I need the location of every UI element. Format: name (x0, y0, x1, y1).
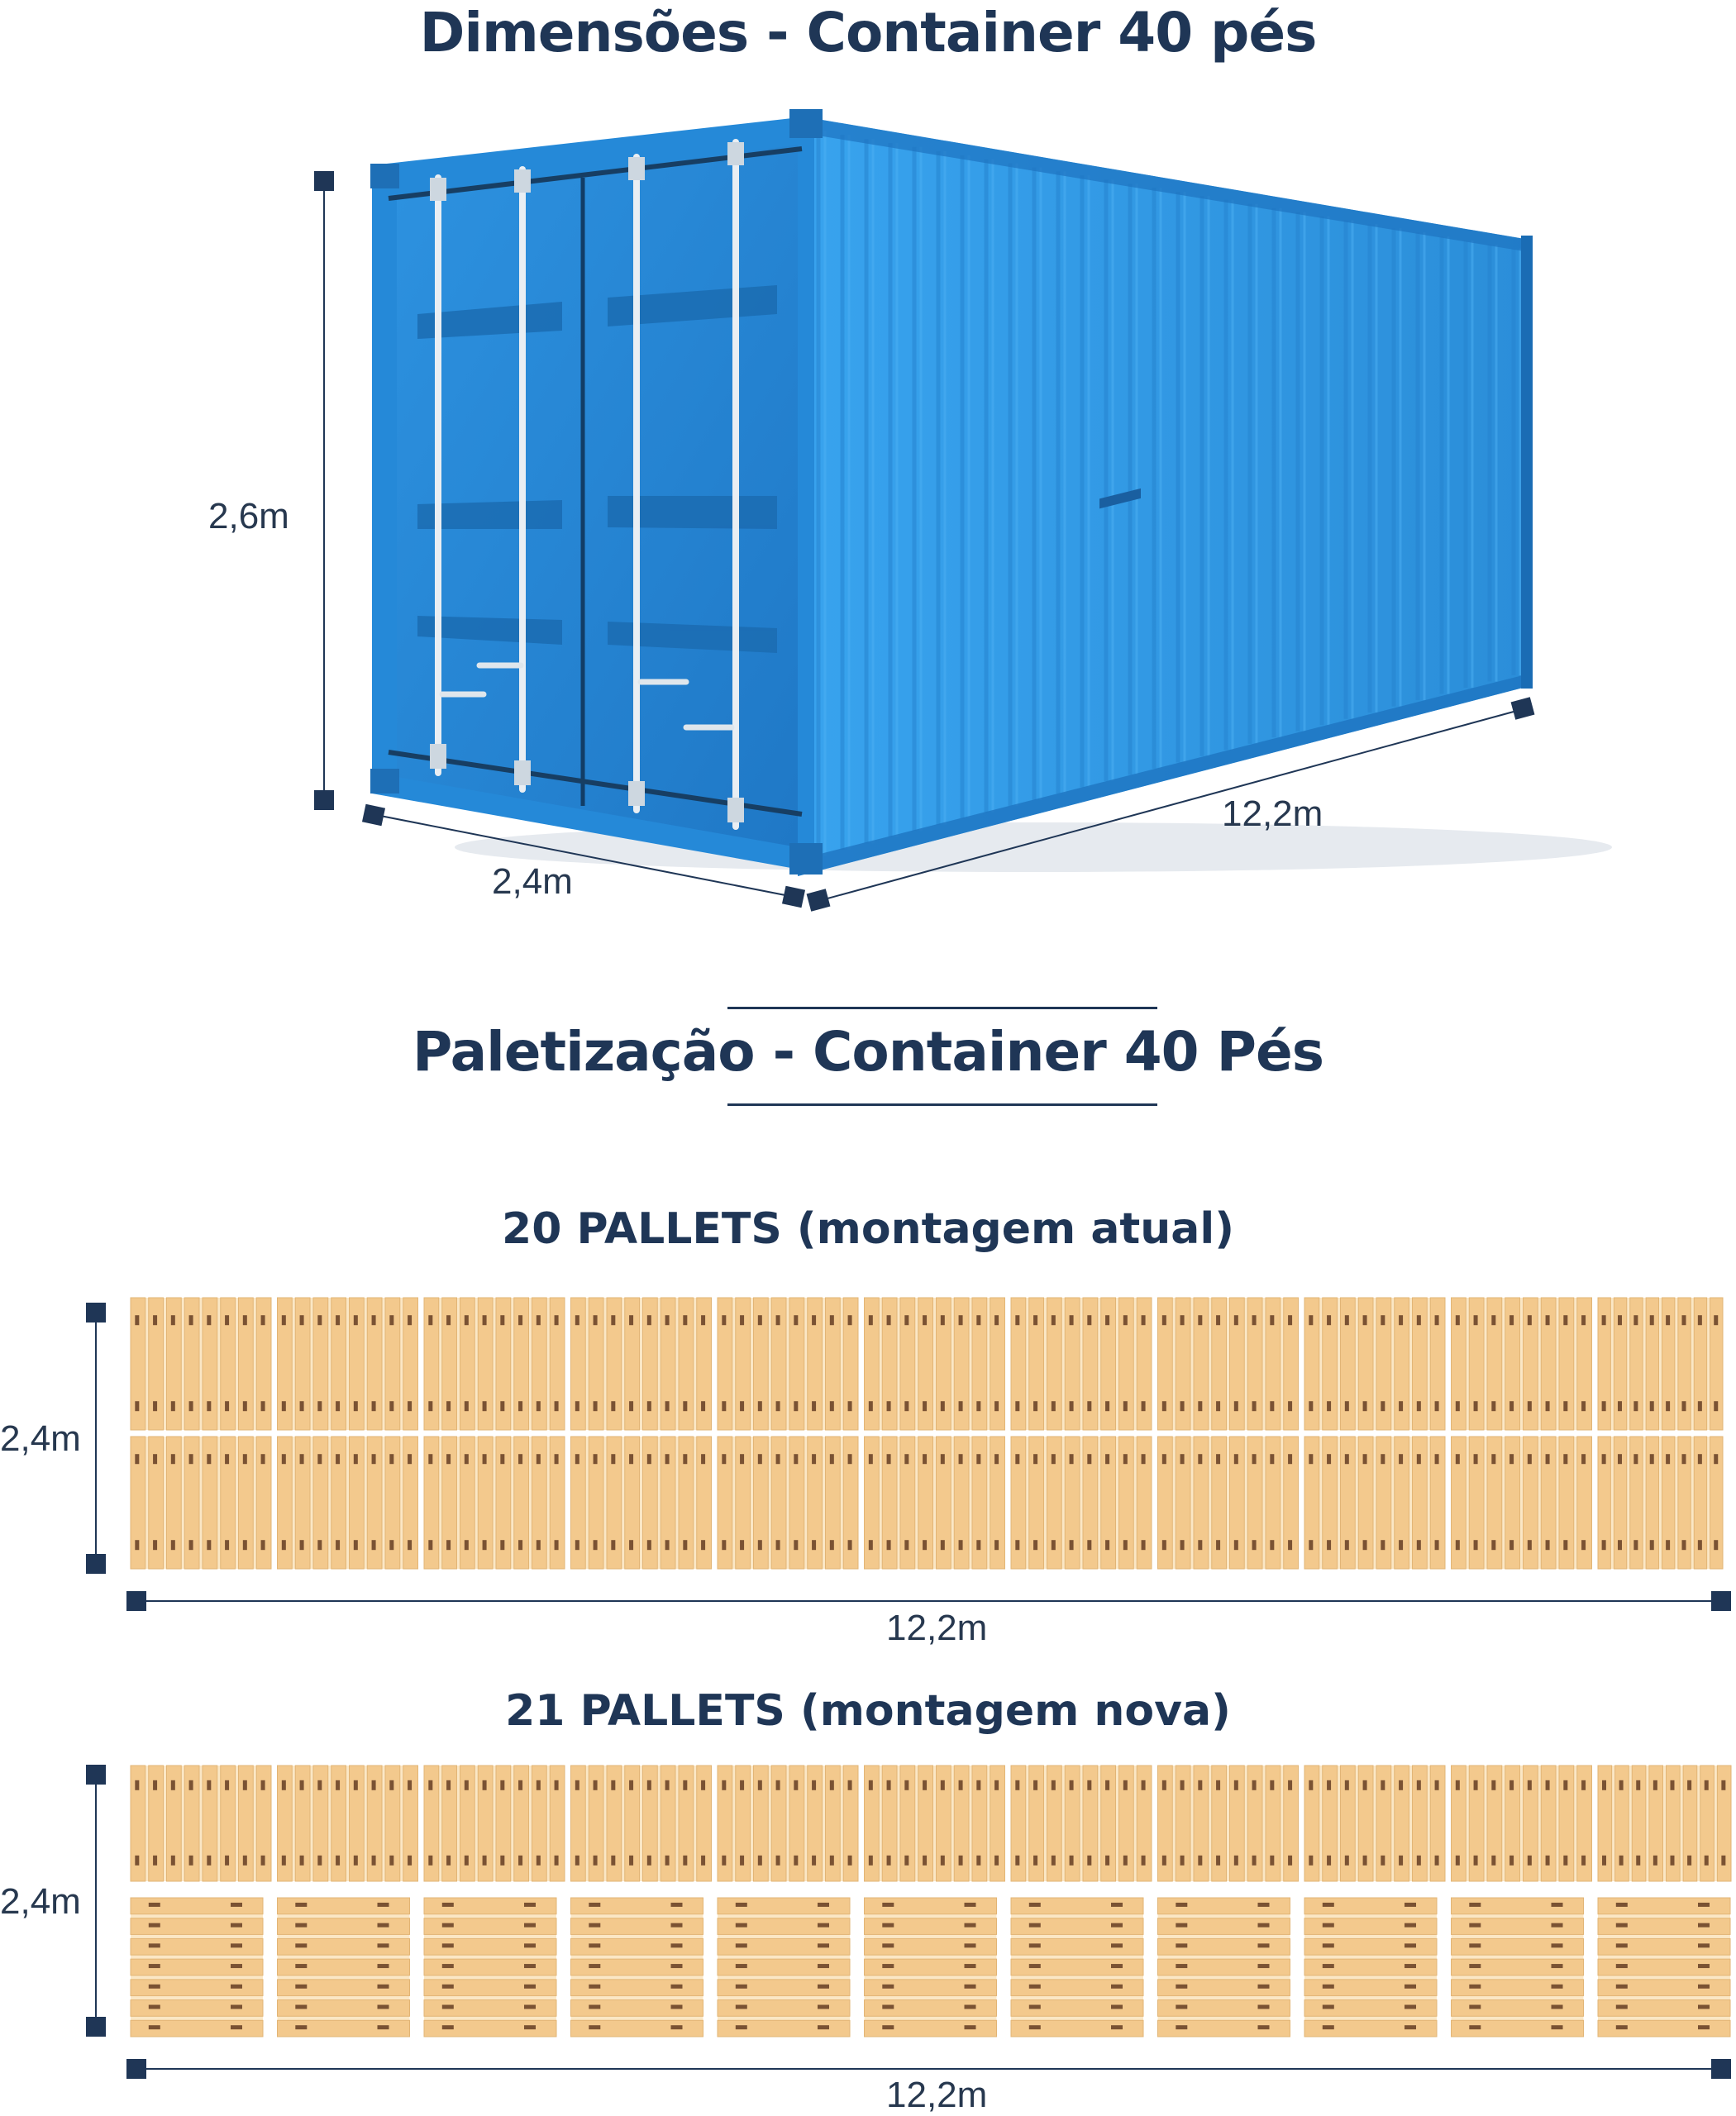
layout-b-length-label: 12,2m (886, 2075, 988, 2115)
marker (781, 885, 806, 908)
pallet (423, 1765, 565, 1882)
forklift-pocket (1099, 488, 1141, 509)
side-corrugations (816, 131, 1522, 856)
pallet (277, 1897, 410, 2037)
pallet (1597, 1297, 1724, 1431)
pallet (130, 1436, 272, 1570)
layout-a-pallets (130, 1297, 1724, 1570)
marker (86, 2017, 106, 2037)
pallet (717, 1765, 859, 1882)
pallet (1304, 1297, 1446, 1431)
pallet (423, 1297, 565, 1431)
pallet (277, 1297, 418, 1431)
pallet (130, 1297, 272, 1431)
marker (806, 889, 831, 912)
layout-b-title: 21 PALLETS (montagem nova) (505, 1686, 1231, 1736)
pallet (1157, 1897, 1290, 2037)
container-width-label: 2,4m (492, 861, 573, 902)
marker (1711, 1591, 1731, 1611)
pallet (864, 1436, 1005, 1570)
pallet (130, 1897, 264, 2037)
pallet (1304, 1765, 1446, 1882)
pallet (1304, 1897, 1438, 2037)
container-length-label: 12,2m (1222, 794, 1323, 834)
pallet (1010, 1436, 1152, 1570)
marker (1510, 697, 1535, 720)
palletization-title: Paletização - Container 40 Pés (413, 1020, 1324, 1084)
pallet (1157, 1765, 1299, 1882)
pallet (1597, 1897, 1731, 2037)
pallet (864, 1297, 1005, 1431)
pallet (423, 1897, 557, 2037)
pallet (1451, 1897, 1584, 2037)
pallet (570, 1297, 712, 1431)
pallet (570, 1436, 712, 1570)
pallet (277, 1765, 418, 1882)
marker (1711, 2059, 1731, 2079)
pallet (570, 1765, 712, 1882)
container-height-label: 2,6m (208, 496, 289, 536)
layout-b-pallets (130, 1765, 1732, 2037)
pallet (717, 1436, 859, 1570)
pallet (1157, 1297, 1299, 1431)
layout-a-length-label: 12,2m (886, 1608, 988, 1648)
marker (86, 1554, 106, 1574)
marker (86, 1765, 106, 1785)
pallet (717, 1897, 851, 2037)
pallet (1304, 1436, 1446, 1570)
pallet (1451, 1436, 1592, 1570)
layout-a-height-label: 2,4m (0, 1418, 81, 1459)
pallet (1010, 1297, 1152, 1431)
pallet (1597, 1765, 1732, 1882)
marker (126, 2059, 146, 2079)
title-top-rule (727, 1007, 1157, 1009)
container-dimensions-title: Dimensões - Container 40 pés (419, 1, 1318, 64)
title-bottom-rule (727, 1103, 1157, 1106)
pallet (717, 1297, 859, 1431)
pallet (570, 1897, 703, 2037)
pallet (1157, 1436, 1299, 1570)
container-illustration (314, 109, 1612, 912)
pallet (1451, 1297, 1592, 1431)
pallet (277, 1436, 418, 1570)
marker (126, 1591, 146, 1611)
pallet (1597, 1436, 1724, 1570)
pallet (130, 1765, 272, 1882)
marker (86, 1303, 106, 1322)
pallet (1010, 1765, 1152, 1882)
layout-b-height-label: 2,4m (0, 1881, 81, 1922)
layout-a-title: 20 PALLETS (montagem atual) (502, 1204, 1234, 1254)
marker (361, 803, 386, 827)
marker (314, 171, 334, 191)
pallet (1451, 1765, 1592, 1882)
pallet (864, 1765, 1005, 1882)
pallet (423, 1436, 565, 1570)
pallet (1010, 1897, 1144, 2037)
marker (314, 790, 334, 810)
pallet (864, 1897, 997, 2037)
